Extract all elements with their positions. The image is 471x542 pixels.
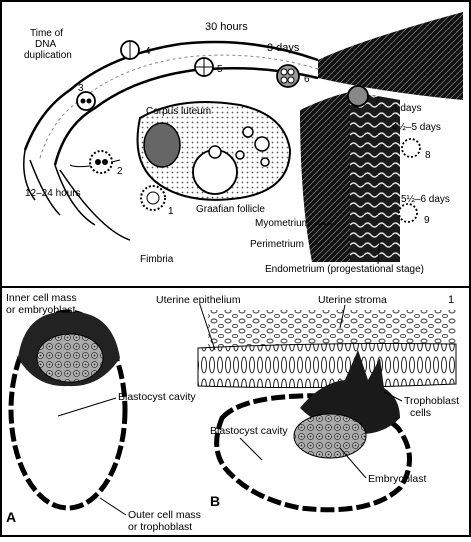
- label-myometrium: Myometrium: [255, 218, 310, 229]
- inner-cell-mass-a: [37, 334, 103, 382]
- label-or-embryoblast: or embryoblast: [6, 304, 76, 316]
- label-fimbria: Fimbria: [140, 254, 174, 265]
- label-uterine-stroma: Uterine stroma: [318, 294, 387, 306]
- label-cells: cells: [410, 407, 431, 419]
- label-endometrium: Endometrium (progestational stage): [265, 264, 424, 275]
- leader-outer-cell-mass: [100, 498, 126, 515]
- label-uterine-epithelium: Uterine epithelium: [156, 294, 241, 306]
- myometrium-region: [300, 92, 350, 262]
- top-diagram-svg: 1 2 3 4 5 6 7 8 9 Time of DNA duplica: [0, 0, 471, 288]
- follicle-small-1: [243, 127, 253, 137]
- label-corpus-luteum: Corpus luteum: [146, 106, 211, 117]
- stage-3: 3: [77, 83, 95, 110]
- stage-9-number: 9: [424, 215, 430, 226]
- stage-6-number: 6: [304, 74, 310, 85]
- label-30-hours: 30 hours: [205, 21, 248, 33]
- label-embryoblast: Embryoblast: [368, 473, 426, 485]
- label-perimetrium: Perimetrium: [250, 239, 304, 250]
- bottom-diagram-svg: Inner cell mass or embryoblast Blastocys…: [0, 288, 471, 537]
- label-blastocyst-cavity-b: Blastocyst cavity: [210, 425, 288, 437]
- label-outer-cell-mass: Outer cell mass: [128, 509, 201, 521]
- stage-5: 5: [195, 58, 223, 76]
- stage-4-number: 4: [145, 46, 151, 57]
- label-panel-a: A: [6, 509, 16, 525]
- corner-mark: 1: [448, 294, 454, 306]
- follicle-oocyte: [209, 146, 221, 158]
- label-blastocyst-cavity-a: Blastocyst cavity: [118, 391, 196, 403]
- label-4-days: 4 days: [392, 103, 421, 114]
- label-3-days: 3 days: [267, 42, 300, 54]
- stage-2: 2: [90, 151, 123, 177]
- stage-6: 6: [277, 65, 310, 87]
- stage-2-number: 2: [117, 166, 123, 177]
- embryoblast-b: [294, 414, 366, 458]
- stage-7-number: 7: [374, 96, 380, 107]
- label-4-5-days: 4½–5 days: [392, 122, 441, 133]
- follicle-small-3: [236, 151, 244, 159]
- label-graafian-follicle: Graafian follicle: [196, 204, 265, 215]
- follicle-small-4: [261, 158, 269, 166]
- stage-9: 9: [399, 204, 430, 226]
- stage-3-number: 3: [78, 83, 84, 94]
- uterine-wall-upper: [318, 12, 463, 100]
- label-or-trophoblast: or trophoblast: [128, 521, 192, 533]
- label-duplication: duplication: [24, 50, 72, 61]
- label-inner-cell-mass: Inner cell mass: [6, 292, 77, 304]
- endometrium-region: [350, 92, 400, 262]
- stage-5-number: 5: [217, 64, 223, 75]
- label-12-24-hours: 12–24 hours: [25, 188, 81, 199]
- label-dna: DNA: [35, 39, 56, 50]
- stage-8: 8: [402, 139, 431, 161]
- label-5-6-days: 5½–6 days: [401, 194, 450, 205]
- corpus-luteum: [144, 123, 180, 167]
- uterine-epithelium: [198, 344, 456, 388]
- label-panel-b: B: [210, 493, 220, 509]
- blastocyst-a: [11, 312, 125, 508]
- stage-4: 4: [121, 41, 151, 59]
- follicle-small-2: [255, 137, 269, 151]
- label-time-of: Time of: [30, 28, 63, 39]
- stage-8-number: 8: [425, 150, 431, 161]
- ovulation-to-implantation-diagram: 1 2 3 4 5 6 7 8 9 Time of DNA duplica: [0, 0, 471, 288]
- stage-7: 7: [348, 86, 380, 107]
- stage-1-number: 1: [168, 206, 174, 217]
- label-trophoblast: Trophoblast: [404, 395, 459, 407]
- blastocyst-diagram: Inner cell mass or embryoblast Blastocys…: [0, 288, 471, 537]
